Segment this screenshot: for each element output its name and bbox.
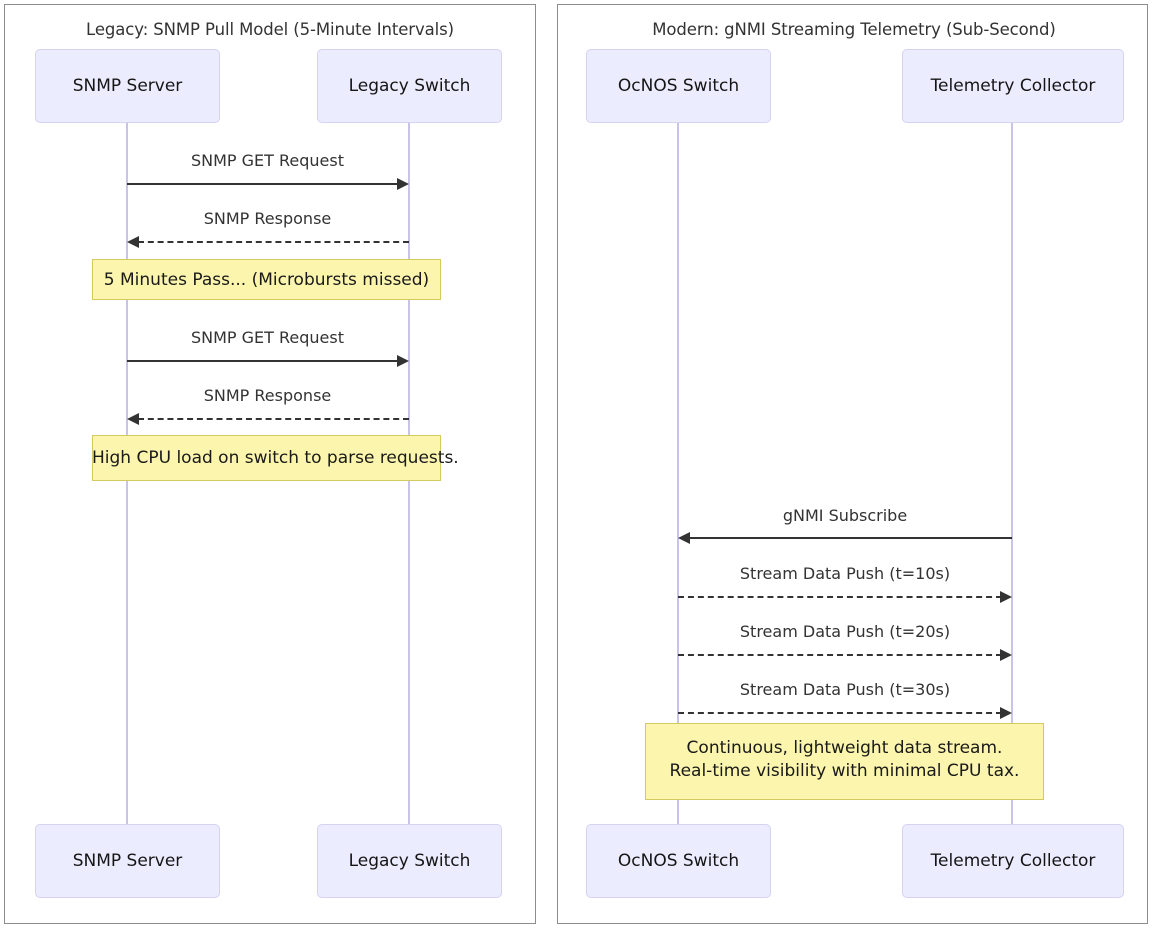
participant-snmp-server-bottom[interactable]: SNMP Server: [35, 824, 220, 898]
participant-telemetry-collector-top[interactable]: Telemetry Collector: [902, 49, 1124, 123]
message-label-stream-data-push-30s: Stream Data Push (t=30s): [739, 680, 951, 699]
participant-ocnos-switch-top[interactable]: OcNOS Switch: [586, 49, 771, 123]
message-label-snmp-get-request-2: SNMP GET Request: [190, 328, 345, 347]
note-continuous-stream: [645, 723, 1044, 800]
participant-legacy-switch-bottom[interactable]: Legacy Switch: [317, 824, 502, 898]
message-label-snmp-get-request-1: SNMP GET Request: [190, 151, 345, 170]
message-label-stream-data-push-20s: Stream Data Push (t=20s): [739, 622, 951, 641]
participant-ocnos-switch-bottom[interactable]: OcNOS Switch: [586, 824, 771, 898]
participant-legacy-switch-top[interactable]: Legacy Switch: [317, 49, 502, 123]
participant-label: Telemetry Collector: [930, 76, 1096, 96]
panel-legacy-title: Legacy: SNMP Pull Model (5-Minute Interv…: [86, 20, 454, 39]
note-5-minutes-pass: [92, 259, 441, 300]
participant-label: OcNOS Switch: [617, 76, 740, 96]
arrow-head-right-icon: [1000, 591, 1012, 603]
arrow-head-right-icon: [397, 178, 409, 190]
note-continuous-stream-text: Continuous, lightweight data stream. Rea…: [645, 737, 1044, 783]
arrow-head-right-icon: [1000, 649, 1012, 661]
message-arrow-stream-data-push-20s: [678, 654, 1002, 656]
message-arrow-snmp-get-request-2: [127, 360, 399, 362]
participant-snmp-server-top[interactable]: SNMP Server: [35, 49, 220, 123]
lifeline-telemetry-collector: [1011, 123, 1013, 826]
note-high-cpu-load: [92, 435, 441, 481]
message-label-snmp-response-2: SNMP Response: [203, 386, 332, 405]
arrow-head-left-icon: [127, 413, 139, 425]
message-arrow-stream-data-push-10s: [678, 596, 1002, 598]
lifeline-ocnos-switch: [677, 123, 679, 826]
message-arrow-gnmi-subscribe: [689, 537, 1012, 539]
note-high-cpu-load-text: High CPU load on switch to parse request…: [92, 448, 459, 468]
participant-label: SNMP Server: [72, 851, 183, 871]
note-line-2: Real-time visibility with minimal CPU ta…: [669, 760, 1020, 781]
message-label-stream-data-push-10s: Stream Data Push (t=10s): [739, 564, 951, 583]
message-arrow-stream-data-push-30s: [678, 712, 1002, 714]
participant-label: Telemetry Collector: [930, 851, 1096, 871]
participant-label: SNMP Server: [72, 76, 183, 96]
participant-label: OcNOS Switch: [617, 851, 740, 871]
participant-telemetry-collector-bottom[interactable]: Telemetry Collector: [902, 824, 1124, 898]
note-line-1: Continuous, lightweight data stream.: [686, 738, 1003, 758]
participant-label: Legacy Switch: [348, 76, 471, 96]
message-arrow-snmp-response-1: [138, 241, 409, 243]
note-5-minutes-pass-text: 5 Minutes Pass... (Microbursts missed): [103, 270, 430, 290]
arrow-head-right-icon: [1000, 707, 1012, 719]
arrow-head-left-icon: [678, 532, 690, 544]
participant-label: Legacy Switch: [348, 851, 471, 871]
message-arrow-snmp-response-2: [138, 418, 409, 420]
message-arrow-snmp-get-request-1: [127, 183, 399, 185]
message-label-gnmi-subscribe: gNMI Subscribe: [782, 506, 908, 525]
arrow-head-left-icon: [127, 236, 139, 248]
arrow-head-right-icon: [397, 355, 409, 367]
message-label-snmp-response-1: SNMP Response: [203, 209, 332, 228]
panel-modern-title: Modern: gNMI Streaming Telemetry (Sub-Se…: [652, 20, 1056, 39]
